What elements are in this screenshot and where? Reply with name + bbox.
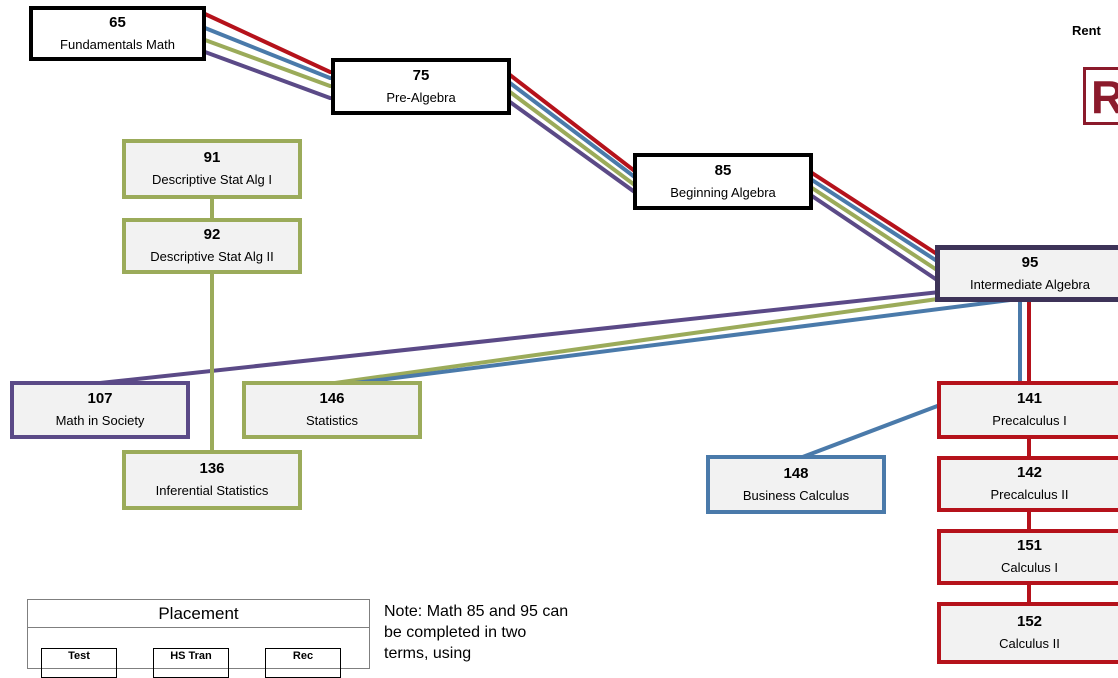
course-65[interactable]: 65 Fundamentals Math	[29, 6, 206, 61]
course-151[interactable]: 151 Calculus I	[937, 529, 1118, 585]
course-name: Precalculus I	[992, 413, 1067, 428]
course-number: 151	[1016, 537, 1043, 554]
brand-logo: R	[1083, 67, 1118, 125]
course-152[interactable]: 152 Calculus II	[937, 602, 1118, 664]
course-name: Math in Society	[55, 413, 145, 428]
course-142[interactable]: 142 Precalculus II	[937, 456, 1118, 512]
course-number: 92	[203, 226, 221, 243]
brand-logo-letter: R	[1091, 71, 1118, 123]
course-number: 85	[714, 161, 732, 179]
course-146[interactable]: 146 Statistics	[242, 381, 422, 439]
placement-test-button[interactable]: Test	[41, 648, 117, 678]
course-name: Inferential Statistics	[155, 483, 269, 498]
course-number: 91	[203, 149, 221, 166]
course-name: Intermediate Algebra	[970, 276, 1090, 292]
course-75[interactable]: 75 Pre-Algebra	[331, 58, 511, 115]
line-95-to-107	[99, 290, 941, 385]
course-number: 146	[319, 390, 345, 407]
course-number: 136	[199, 460, 225, 477]
green-pathway-line	[204, 38, 942, 274]
placement-title: Placement	[28, 600, 369, 628]
course-number: 141	[1016, 390, 1043, 407]
blue-pathway-line	[204, 26, 942, 265]
course-95[interactable]: 95 Intermediate Algebra	[935, 245, 1118, 302]
line-95-to-146-blue	[354, 298, 1011, 385]
course-141[interactable]: 141 Precalculus I	[937, 381, 1118, 439]
brand-text: Rent	[1072, 23, 1101, 38]
course-name: Beginning Algebra	[670, 184, 776, 200]
course-name: Calculus II	[999, 636, 1060, 651]
course-136[interactable]: 136 Inferential Statistics	[122, 450, 302, 510]
course-number: 75	[412, 66, 430, 84]
placement-panel: Placement Test HS Tran Rec	[27, 599, 370, 678]
course-name: Precalculus II	[990, 487, 1069, 502]
red-pathway-line	[204, 12, 942, 258]
course-92[interactable]: 92 Descriptive Stat Alg II	[122, 218, 302, 274]
course-number: 95	[1021, 253, 1039, 271]
course-name: Pre-Algebra	[386, 89, 456, 105]
course-name: Descriptive Stat Alg I	[152, 172, 272, 187]
main-pathway-bundle	[204, 12, 942, 284]
course-name: Fundamentals Math	[60, 36, 175, 52]
line-141-to-148	[799, 403, 941, 460]
placement-hs-transcript-button[interactable]: HS Tran	[153, 648, 229, 678]
pathway-lines	[99, 12, 1031, 604]
course-number: 142	[1016, 464, 1043, 481]
course-number: 107	[87, 390, 113, 407]
course-85[interactable]: 85 Beginning Algebra	[633, 153, 813, 210]
course-91[interactable]: 91 Descriptive Stat Alg I	[122, 139, 302, 199]
course-name: Business Calculus	[742, 487, 850, 503]
course-name: Calculus I	[1000, 560, 1059, 575]
course-name: Descriptive Stat Alg II	[150, 249, 274, 264]
purple-pathway-line	[204, 50, 942, 284]
course-number: 65	[109, 13, 126, 31]
course-name: Statistics	[305, 413, 358, 428]
course-107[interactable]: 107 Math in Society	[10, 381, 190, 439]
course-number: 148	[783, 464, 809, 482]
line-95-to-146-green	[334, 296, 946, 385]
course-148[interactable]: 148 Business Calculus	[706, 455, 886, 514]
course-number: 152	[1016, 613, 1043, 630]
note-text: Note: Math 85 and 95 can be completed in…	[384, 603, 569, 662]
placement-recommendation-button[interactable]: Rec	[265, 648, 341, 678]
